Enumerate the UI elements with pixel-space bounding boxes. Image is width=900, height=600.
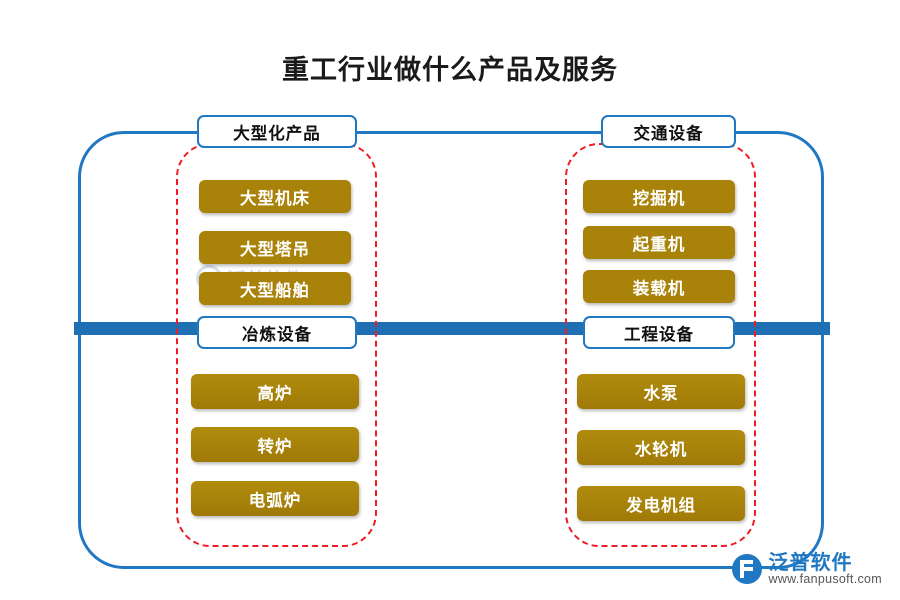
page-title: 重工行业做什么产品及服务 — [282, 55, 618, 86]
item-box[interactable]: 电弧炉 — [191, 481, 359, 516]
item-box[interactable]: 大型船舶 — [199, 272, 351, 305]
fanpu-logo-icon — [731, 553, 762, 584]
item-box[interactable]: 发电机组 — [577, 486, 745, 521]
group-header-large-scale-products[interactable]: 大型化产品 — [197, 115, 357, 148]
group-header-engineering-equipment[interactable]: 工程设备 — [583, 316, 735, 349]
item-box[interactable]: 转炉 — [191, 427, 359, 462]
group-header-transport-equipment[interactable]: 交通设备 — [601, 115, 736, 148]
item-box[interactable]: 装载机 — [583, 270, 735, 303]
logo-name: 泛普软件 — [768, 549, 853, 574]
item-box[interactable]: 水轮机 — [577, 430, 745, 465]
item-box[interactable]: 起重机 — [583, 226, 735, 259]
logo-url: www.fanpusoft.com — [768, 571, 882, 586]
item-box[interactable]: 大型塔吊 — [199, 231, 351, 264]
logo-text: 泛普软件 www.fanpusoft.com — [768, 549, 882, 586]
item-box[interactable]: 水泵 — [577, 374, 745, 409]
group-header-smelting-equipment[interactable]: 冶炼设备 — [197, 316, 357, 349]
item-box[interactable]: 大型机床 — [199, 180, 351, 213]
item-box[interactable]: 高炉 — [191, 374, 359, 409]
item-box[interactable]: 挖掘机 — [583, 180, 735, 213]
outer-frame — [78, 131, 824, 569]
brand-logo: 泛普软件 www.fanpusoft.com — [731, 549, 882, 586]
